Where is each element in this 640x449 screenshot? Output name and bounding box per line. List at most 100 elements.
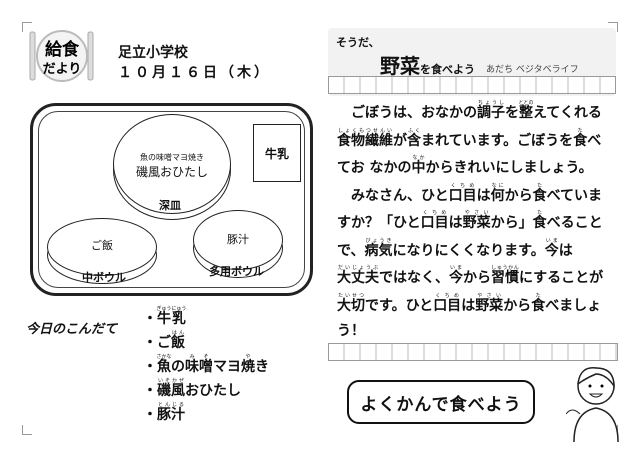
furigana: しゅうかん bbox=[491, 265, 519, 271]
text-segment: です。ひと bbox=[365, 297, 434, 314]
text-segment: すか？「ひと bbox=[337, 215, 421, 231]
ruby-word: 中なか bbox=[411, 155, 426, 176]
text-segment: にすることが bbox=[519, 270, 604, 286]
text-segment: べましょ bbox=[545, 297, 602, 314]
ruby-word: 口目くちめ bbox=[448, 182, 477, 204]
text-segment: べること bbox=[546, 215, 603, 231]
nutritionist-illustration bbox=[566, 367, 619, 442]
ruby-word: 大丈夫だいじょうぶ bbox=[337, 265, 379, 286]
ruby-word: 食た bbox=[531, 292, 546, 314]
ruby-word: 野菜やさい bbox=[475, 292, 504, 314]
furigana: しょくもつせんい bbox=[337, 127, 393, 134]
deep-plate-label: 深皿 bbox=[159, 199, 181, 212]
furigana: み bbox=[185, 354, 199, 360]
text-segment: ごぼうは、おなかの bbox=[337, 105, 477, 121]
text-segment: べていま bbox=[546, 187, 603, 204]
article-line: 食物繊維しょくもつせんいが含ふくまれています。ごぼうを食たべ bbox=[337, 128, 601, 150]
article-line: ごぼうは、おなかの調子ちょうしを整ととのえてくれる bbox=[337, 100, 602, 122]
text-segment: は bbox=[461, 297, 476, 314]
crop-mark bbox=[22, 22, 32, 32]
ruby-word: 病気びょうき bbox=[364, 237, 393, 259]
ruby-word: 野菜やさい bbox=[462, 210, 491, 231]
ruby-word: 今いま bbox=[449, 265, 463, 286]
text-segment: き bbox=[255, 359, 269, 375]
svg-text:給食: 給食 bbox=[45, 39, 80, 60]
text-segment: う！ bbox=[337, 323, 365, 339]
rice-bowl-label: 中ボウル bbox=[82, 271, 126, 284]
furigana: たいせつ bbox=[337, 292, 365, 299]
menu-item: ご飯はん bbox=[143, 330, 269, 354]
text-segment: みなさん、ひと bbox=[337, 187, 449, 204]
vegetable-characters-strip bbox=[328, 76, 616, 94]
furigana: た bbox=[532, 182, 547, 189]
text-segment: おひたし bbox=[185, 383, 241, 399]
furigana: ぎゅうにゅう bbox=[156, 306, 187, 312]
text-segment: ではなく、 bbox=[379, 270, 449, 286]
ruby-word: 焼や bbox=[241, 354, 255, 375]
text-segment: ご bbox=[157, 335, 171, 351]
text-segment: から」 bbox=[490, 215, 533, 231]
text-segment: は bbox=[476, 187, 491, 204]
ruby-word: 豚汁とんじる bbox=[157, 402, 185, 423]
menu-item: 磯風いそかぜおひたし bbox=[143, 378, 269, 402]
ruby-word: 牛乳ぎゅうにゅう bbox=[156, 306, 187, 327]
vegetable-banner: そうだ、 野菜を食べよう あだち ベジタベライフ bbox=[328, 28, 616, 96]
slogan-bubble: よくかんで食べよう bbox=[347, 380, 535, 424]
text-segment: からきれいにしましょう。 bbox=[425, 160, 593, 176]
issue-date: １０月１６日（木） bbox=[118, 65, 271, 81]
furigana: いま bbox=[449, 265, 463, 271]
furigana: ふく bbox=[407, 127, 421, 134]
ruby-word: 含ふく bbox=[407, 127, 421, 149]
furigana: や bbox=[241, 354, 255, 360]
furigana: くちめ bbox=[448, 182, 477, 189]
text-segment: を bbox=[505, 105, 519, 121]
menu-list: 牛乳ぎゅうにゅうご飯はん魚さかなの味み噌そマヨ焼やき磯風いそかぜおひたし豚汁とん… bbox=[143, 306, 270, 426]
crop-mark bbox=[22, 425, 32, 435]
tableware-characters-strip bbox=[328, 343, 618, 361]
rice-bowl: ご飯 中ボウル bbox=[47, 218, 157, 284]
furigana: た bbox=[532, 210, 547, 216]
ruby-word: 調子ちょうし bbox=[477, 100, 505, 121]
menu-item: 魚さかなの味み噌そマヨ焼やき bbox=[143, 354, 270, 378]
text-segment: まれています。ごぼうを bbox=[421, 132, 574, 149]
article-line: 大丈夫だいじょうぶではなく、今いまから習慣しゅうかんにすることが bbox=[337, 265, 603, 287]
text-segment: から bbox=[504, 187, 533, 204]
ruby-word: 口目くちめ bbox=[420, 210, 449, 231]
school-name: 足立小学校 bbox=[118, 45, 188, 61]
slogan-text: よくかんで食べよう bbox=[360, 394, 522, 415]
text-segment: べ bbox=[587, 132, 602, 149]
menu-item: 牛乳ぎゅうにゅう bbox=[143, 306, 269, 330]
ruby-word: 魚さかな bbox=[156, 354, 172, 375]
text-segment: マヨ bbox=[213, 359, 241, 375]
ruby-word: 食物繊維しょくもつせんい bbox=[337, 127, 393, 149]
soup-bowl-label: 多用ボウル bbox=[209, 265, 264, 278]
furigana: いそかぜ bbox=[157, 378, 185, 384]
text-segment: は bbox=[448, 215, 463, 231]
article-line: で、病気びょうきになりにくくなります。今いまは bbox=[337, 238, 573, 260]
text-segment: になりにくくなります。 bbox=[392, 242, 545, 259]
furigana: くちめ bbox=[420, 210, 449, 216]
ruby-word: 食た bbox=[573, 127, 588, 149]
ruby-word: 味み bbox=[185, 354, 199, 375]
ruby-word: 今いま bbox=[544, 237, 559, 259]
text-segment: てお なかの bbox=[337, 160, 412, 176]
article-line: みなさん、ひと口目くちめは何なにから食たべていま bbox=[337, 183, 602, 205]
furigana: なか bbox=[411, 155, 426, 161]
article-line: う！ bbox=[337, 320, 365, 340]
text-segment: えてくれる bbox=[533, 105, 602, 121]
furigana: いま bbox=[544, 237, 559, 244]
furigana: た bbox=[531, 292, 546, 299]
furigana: やさい bbox=[462, 210, 491, 216]
furigana: ちょうし bbox=[477, 100, 505, 106]
ruby-word: 噌そ bbox=[199, 354, 213, 375]
banner-sub: あだち ベジタベライフ bbox=[486, 65, 579, 75]
ruby-word: 食た bbox=[532, 210, 547, 231]
crop-mark bbox=[608, 22, 618, 32]
article-line: すか？「ひと口目くちめは野菜やさいから」食たべること bbox=[337, 210, 603, 232]
article-line: 大切たいせつです。ひと口目くちめは野菜やさいから食たべましょ bbox=[337, 293, 601, 315]
furigana: とんじる bbox=[157, 402, 185, 408]
furigana: ととの bbox=[518, 100, 534, 106]
furigana: だいじょうぶ bbox=[337, 265, 379, 271]
soup-bowl: 豚汁 多用ボウル bbox=[193, 210, 283, 278]
text-segment: は bbox=[558, 242, 573, 259]
